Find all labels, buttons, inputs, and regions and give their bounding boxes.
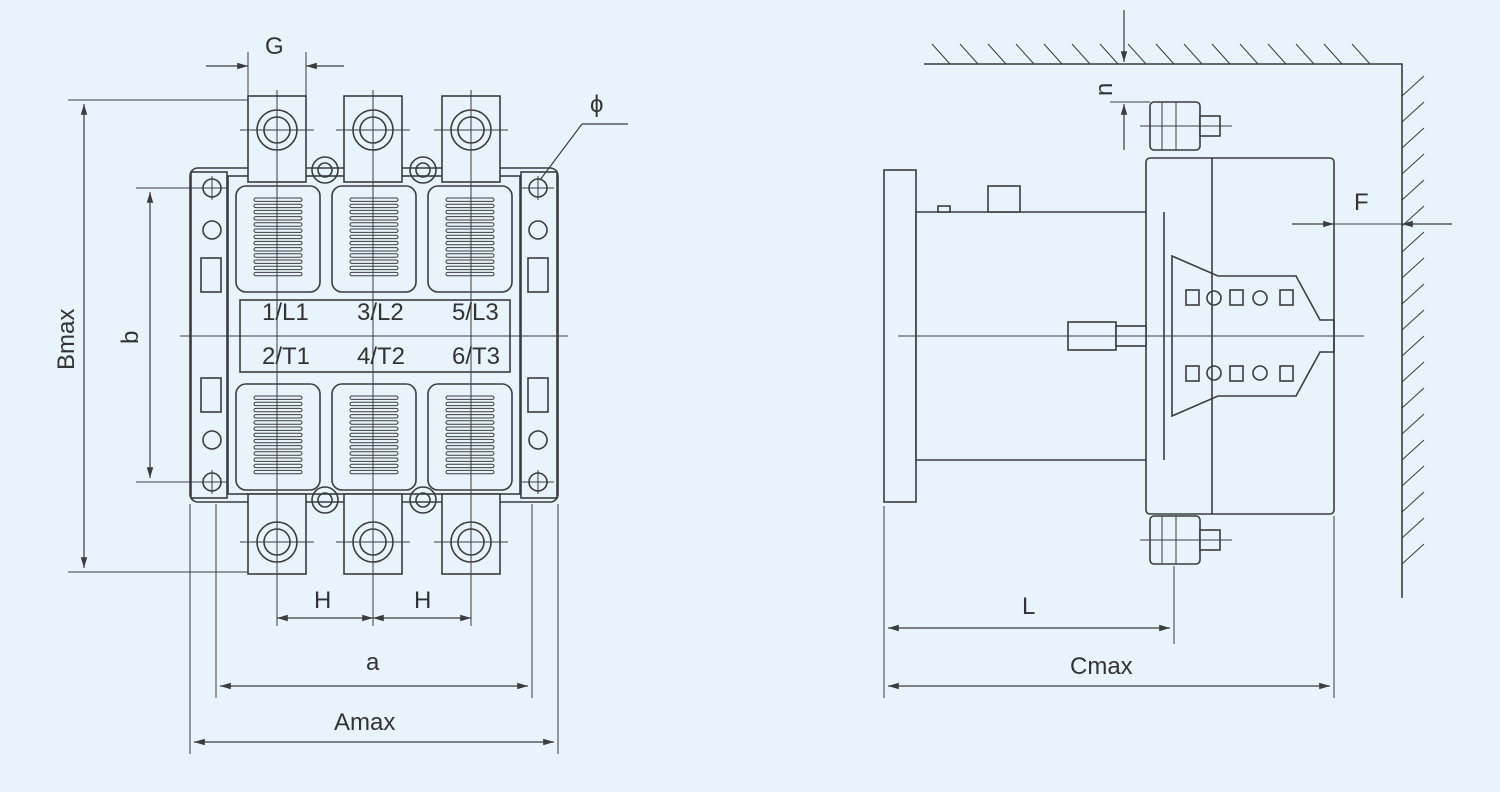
arc-chutes	[235, 185, 513, 491]
right-rail	[520, 171, 558, 499]
svg-text:H: H	[314, 587, 331, 614]
dim-a: a	[215, 504, 533, 698]
svg-text:Cmax: Cmax	[1070, 653, 1133, 680]
svg-text:Bmax: Bmax	[53, 309, 80, 370]
dim-n: n	[1091, 10, 1150, 150]
terminal-6-T3: 6/T3	[452, 343, 500, 370]
mounting-wall	[924, 43, 1425, 598]
svg-text:L: L	[1022, 593, 1035, 620]
dim-F: F	[1292, 189, 1452, 236]
svg-text:n: n	[1091, 83, 1118, 96]
side-view: n F L Cmax	[883, 10, 1452, 698]
dim-Bmax: Bmax	[53, 99, 248, 573]
svg-text:H: H	[414, 587, 431, 614]
terminal-1-L1: 1/L1	[262, 299, 309, 326]
dim-Cmax: Cmax	[888, 516, 1335, 698]
dim-Amax: Amax	[189, 504, 559, 754]
terminal-5-L3: 5/L3	[452, 299, 499, 326]
bottom-terminals	[240, 493, 508, 575]
svg-text:ϕ: ϕ	[590, 91, 603, 118]
screw-heads	[311, 156, 437, 514]
terminal-2-T1: 2/T1	[262, 343, 310, 370]
terminal-3-L2: 3/L2	[357, 299, 404, 326]
terminal-4-T2: 4/T2	[357, 343, 405, 370]
svg-text:Amax: Amax	[334, 709, 395, 736]
dim-H: H H	[277, 587, 471, 622]
top-terminals	[240, 95, 508, 183]
svg-text:F: F	[1354, 189, 1369, 216]
dim-b: b	[117, 187, 212, 483]
left-rail	[190, 171, 228, 499]
dim-phi: ϕ	[539, 91, 628, 181]
side-bolts	[1140, 101, 1232, 565]
front-view: 1/L1 3/L2 5/L3 2/T1 4/T2 6/T3 G ϕ Bmax	[53, 33, 628, 754]
svg-text:a: a	[366, 649, 380, 676]
svg-text:b: b	[117, 331, 144, 344]
dim-L: L	[883, 506, 1175, 698]
svg-text:G: G	[265, 33, 284, 60]
dim-G: G	[206, 33, 344, 100]
